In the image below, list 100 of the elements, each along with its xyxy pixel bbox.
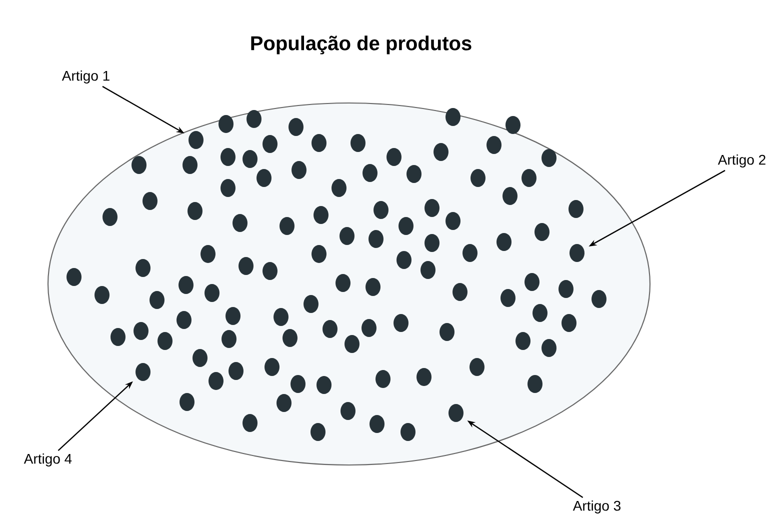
dot [440, 323, 454, 341]
dot [416, 368, 432, 386]
dot [486, 136, 502, 154]
dot [350, 134, 366, 152]
dot [522, 169, 536, 187]
dot [398, 217, 414, 235]
dot [542, 339, 556, 357]
dot [368, 230, 384, 248]
dot [232, 214, 248, 232]
dot [94, 286, 110, 304]
dot [336, 274, 350, 292]
dot [180, 393, 194, 411]
dot [534, 223, 550, 241]
dot [238, 257, 254, 275]
dot [204, 284, 220, 302]
callout-label: Artigo 4 [24, 453, 72, 467]
dot [136, 259, 150, 277]
dot [420, 261, 436, 279]
dot [570, 244, 584, 262]
dot [500, 289, 516, 307]
dot [496, 233, 512, 251]
dot [462, 244, 478, 262]
dot [242, 150, 258, 168]
dot [280, 217, 294, 235]
dot [332, 179, 346, 197]
dot [208, 372, 224, 390]
dot [136, 363, 150, 381]
dot [220, 179, 236, 197]
dot [386, 148, 402, 166]
dot [242, 414, 258, 432]
dot [434, 143, 448, 161]
dot [228, 362, 244, 380]
dot [264, 358, 280, 376]
dot [446, 212, 460, 230]
dot [134, 322, 148, 340]
dot [188, 202, 202, 220]
dot [314, 206, 328, 224]
dot [542, 149, 556, 167]
callout-label: Artigo 2 [718, 154, 766, 168]
callout-label: Artigo 3 [572, 500, 620, 514]
dot [452, 283, 468, 301]
dot [282, 329, 298, 347]
dot [288, 118, 304, 136]
dot [150, 291, 164, 309]
dot [558, 280, 574, 298]
dot [246, 110, 262, 128]
dot [178, 276, 194, 294]
dot [562, 314, 576, 332]
dot [406, 165, 422, 183]
dot [362, 164, 378, 182]
dot [192, 349, 208, 367]
dot [524, 273, 540, 291]
dot [376, 370, 390, 388]
dot [310, 423, 326, 441]
dot [400, 423, 416, 441]
dot [506, 116, 520, 134]
dot [532, 304, 548, 322]
dot [592, 290, 606, 308]
dot [370, 415, 384, 433]
dot [316, 376, 332, 394]
dot [344, 335, 360, 353]
dot [366, 278, 380, 296]
dot [446, 108, 460, 126]
dot [448, 404, 464, 422]
dot [188, 131, 204, 149]
dot [568, 200, 584, 218]
dot [220, 148, 236, 166]
dot [158, 332, 172, 350]
dot [222, 330, 236, 348]
dot [274, 308, 288, 326]
dot [256, 169, 272, 187]
title: População de produtos [251, 36, 472, 54]
dot [374, 201, 388, 219]
dot [516, 332, 530, 350]
dot [470, 358, 484, 376]
dot [424, 199, 440, 217]
dot [110, 328, 126, 346]
dot [424, 234, 440, 252]
dot [142, 192, 158, 210]
dot [200, 245, 216, 263]
dot [262, 135, 278, 153]
dot [226, 307, 240, 325]
dot [262, 262, 278, 280]
dot [132, 156, 146, 174]
dot [276, 394, 292, 412]
dot [340, 402, 356, 420]
dot [102, 208, 118, 226]
callout-label: Artigo 1 [62, 70, 110, 84]
dot [396, 251, 412, 269]
dot [394, 314, 408, 332]
dot [470, 169, 486, 187]
dot [362, 319, 376, 337]
dot [304, 295, 318, 313]
dot [218, 115, 234, 133]
dot [176, 311, 192, 329]
dot [502, 187, 518, 205]
dot [312, 245, 326, 263]
dot [322, 320, 338, 338]
dot [182, 156, 198, 174]
dot [290, 375, 306, 393]
